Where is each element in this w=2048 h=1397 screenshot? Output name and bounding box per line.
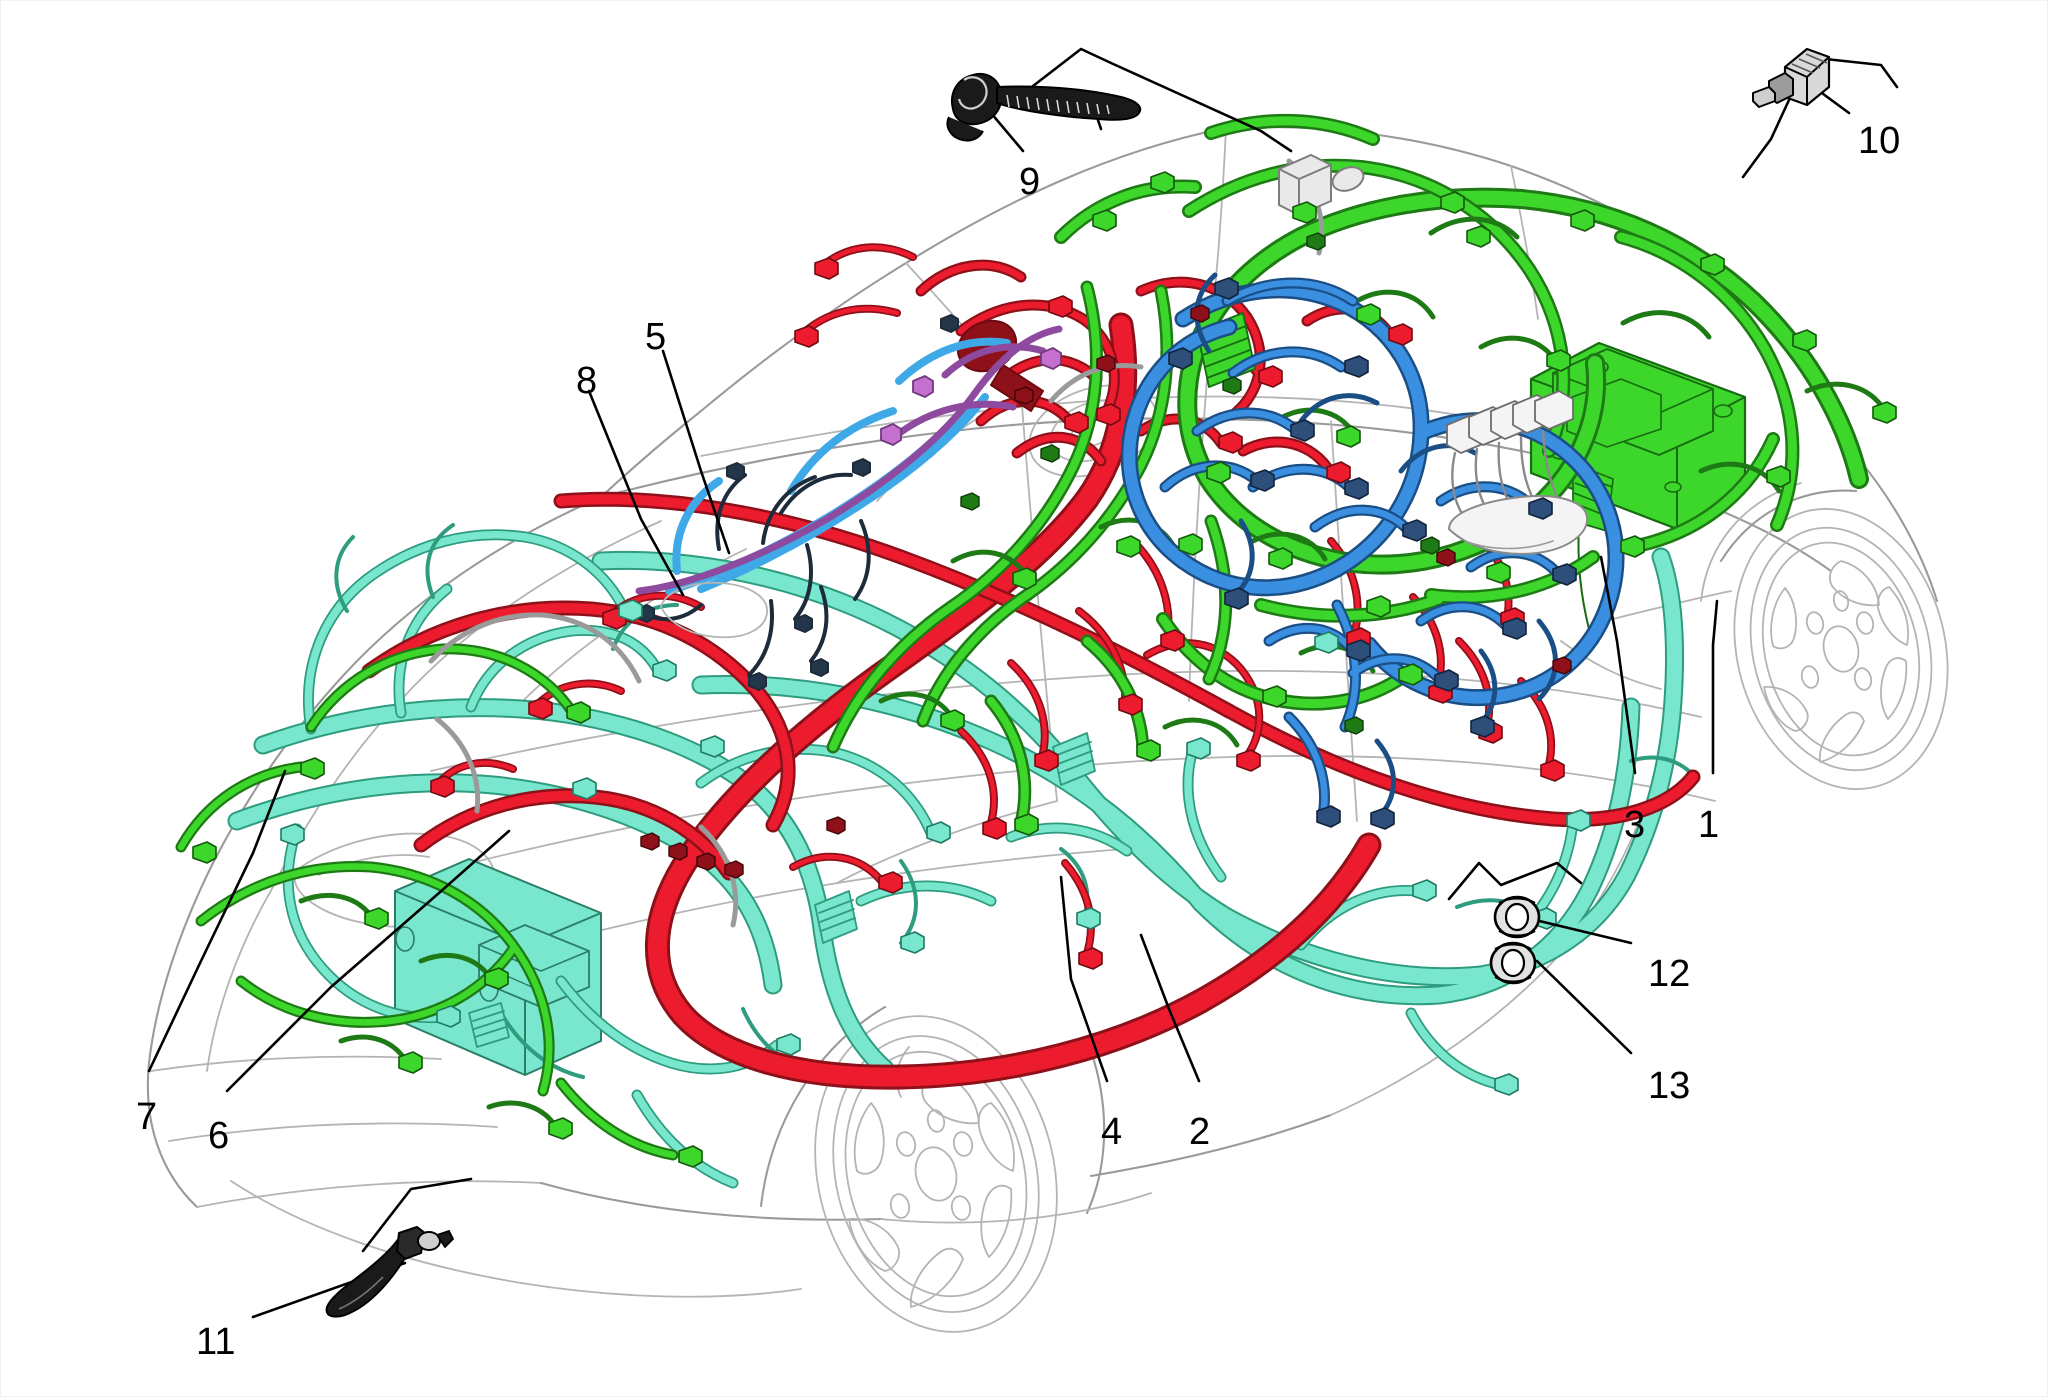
callout-number-5[interactable]: 5 xyxy=(645,316,667,358)
callout-number-2[interactable]: 2 xyxy=(1189,1111,1211,1153)
callout-number-11[interactable]: 11 xyxy=(196,1321,236,1363)
callout-number-9[interactable]: 9 xyxy=(1019,161,1041,203)
white-pigtail-bundle xyxy=(1446,390,1589,555)
callout-number-8[interactable]: 8 xyxy=(576,360,598,402)
callout-number-4[interactable]: 4 xyxy=(1101,1111,1123,1153)
grommet-icon-upper xyxy=(1493,895,1541,939)
front-wheel xyxy=(814,1015,1058,1333)
teal-harness xyxy=(227,523,1697,1189)
blue-harness xyxy=(1120,272,1625,822)
cable-tie-icon xyxy=(946,73,1142,142)
callout-number-12[interactable]: 12 xyxy=(1648,953,1691,995)
rear-wheel xyxy=(1733,508,1949,790)
callout-number-7[interactable]: 7 xyxy=(136,1096,158,1138)
callout-number-10[interactable]: 10 xyxy=(1858,120,1901,162)
callout-number-1[interactable]: 1 xyxy=(1698,804,1720,846)
white-connector-group xyxy=(1278,153,1365,217)
callout-number-3[interactable]: 3 xyxy=(1624,804,1646,846)
grommet-icon-lower xyxy=(1489,941,1537,985)
door-harness xyxy=(635,314,1063,691)
callout-number-13[interactable]: 13 xyxy=(1648,1065,1691,1107)
callout-number-6[interactable]: 6 xyxy=(208,1115,230,1157)
grommet-plug-icon xyxy=(1752,47,1831,108)
curved-clip-icon xyxy=(325,1226,455,1318)
